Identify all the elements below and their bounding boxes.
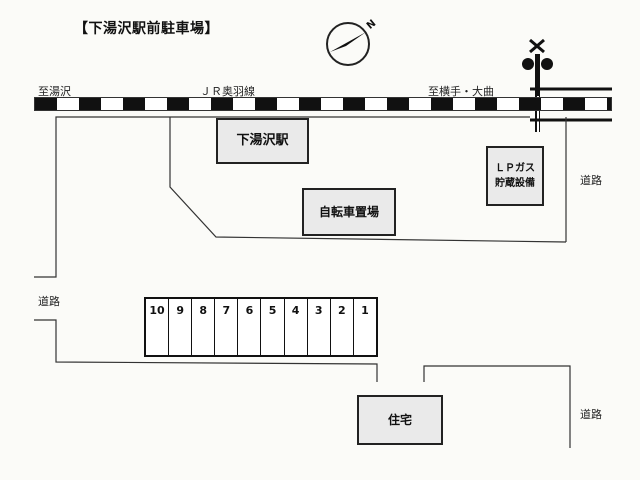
railway-track bbox=[34, 97, 612, 111]
parking-slot-6: 6 bbox=[238, 299, 262, 355]
to-yokote-label: 至横手・大曲 bbox=[428, 85, 494, 98]
parking-slot-4: 4 bbox=[285, 299, 308, 355]
lpgas-label-1: ＬＰガス bbox=[495, 163, 535, 174]
parking-slot-2: 2 bbox=[331, 299, 354, 355]
map-title: 【下湯沢駅前駐車場】 bbox=[74, 21, 219, 37]
parking-slot-5: 5 bbox=[261, 299, 285, 355]
railway-crossing-icon bbox=[522, 38, 553, 132]
road-right-bottom-label: 道路 bbox=[580, 408, 602, 421]
station-building: 下湯沢駅 bbox=[216, 118, 309, 164]
parking-slot-3: 3 bbox=[308, 299, 331, 355]
bicycle-parking: 自転車置場 bbox=[302, 188, 396, 236]
jr-line-label: ＪＲ奥羽線 bbox=[200, 85, 255, 98]
parking-lot: 10 9 8 7 6 5 4 3 2 1 bbox=[144, 297, 378, 357]
parking-slot-7: 7 bbox=[215, 299, 239, 355]
parking-slot-9: 9 bbox=[169, 299, 193, 355]
compass-icon: N bbox=[326, 18, 378, 66]
road-right-top-label: 道路 bbox=[580, 174, 602, 187]
to-yuzawa-label: 至湯沢 bbox=[38, 85, 71, 98]
lpgas-label-2: 貯蔵設備 bbox=[495, 178, 535, 189]
parking-slot-1: 1 bbox=[361, 304, 369, 317]
parking-slot-10: 10 bbox=[146, 299, 170, 355]
lpgas-storage: ＬＰガス 貯蔵設備 bbox=[486, 146, 544, 206]
house-building: 住宅 bbox=[357, 395, 443, 445]
parking-slot-8: 8 bbox=[192, 299, 216, 355]
road-left-label: 道路 bbox=[38, 295, 60, 308]
